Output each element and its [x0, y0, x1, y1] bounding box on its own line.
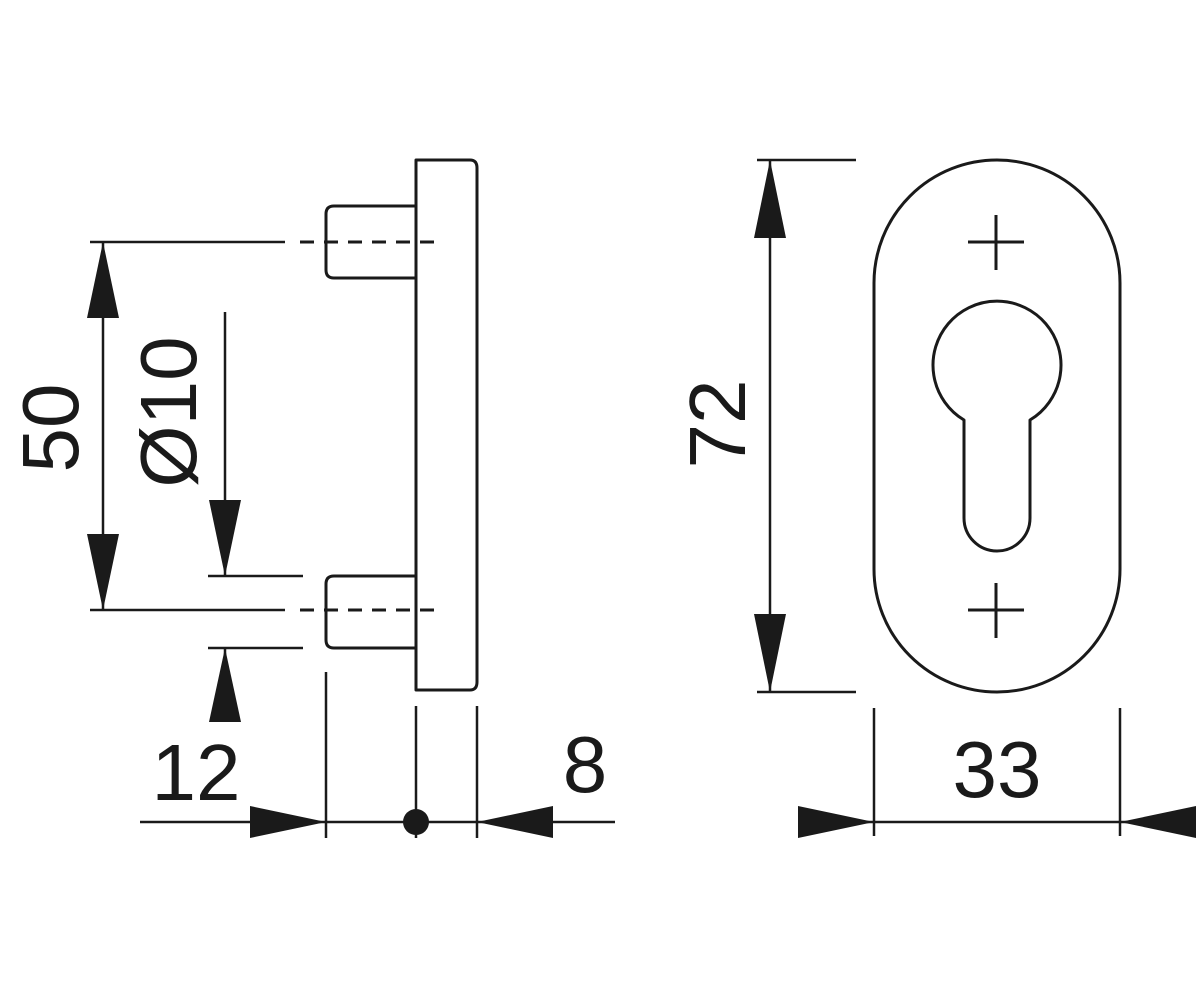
pin-length-arrow — [250, 806, 326, 838]
plate-thickness-arrow — [477, 806, 553, 838]
height-arrow-bottom — [754, 614, 786, 692]
pin-spacing-arrow-bottom — [87, 534, 119, 610]
pin-length-dimension-label: 12 — [152, 728, 241, 817]
lower-pin — [324, 574, 416, 650]
pin-diameter-arrow-top — [209, 500, 241, 576]
upper-screw-marker — [968, 215, 1024, 270]
width-arrow-left — [798, 806, 874, 838]
height-arrow-top — [754, 160, 786, 238]
pin-diameter-arrow-bottom — [209, 648, 241, 722]
escutcheon-outline — [872, 158, 1122, 694]
lower-screw-marker — [968, 583, 1024, 638]
pin-spacing-dimension-label: 50 — [6, 384, 95, 473]
pin-diameter-dimension-label: Ø10 — [124, 336, 213, 487]
side-view: 50 Ø10 12 8 — [6, 158, 615, 838]
width-arrow-right — [1120, 806, 1196, 838]
datum-dot — [403, 809, 429, 835]
cylinder-keyhole-cutout — [931, 299, 1063, 553]
width-dimension-label: 33 — [953, 725, 1042, 814]
plate-thickness-dimension-label: 8 — [563, 720, 608, 809]
height-dimension-label: 72 — [673, 380, 762, 469]
pin-spacing-arrow-top — [87, 242, 119, 318]
plate-side-profile — [414, 158, 479, 692]
front-view: 72 33 — [673, 158, 1196, 838]
